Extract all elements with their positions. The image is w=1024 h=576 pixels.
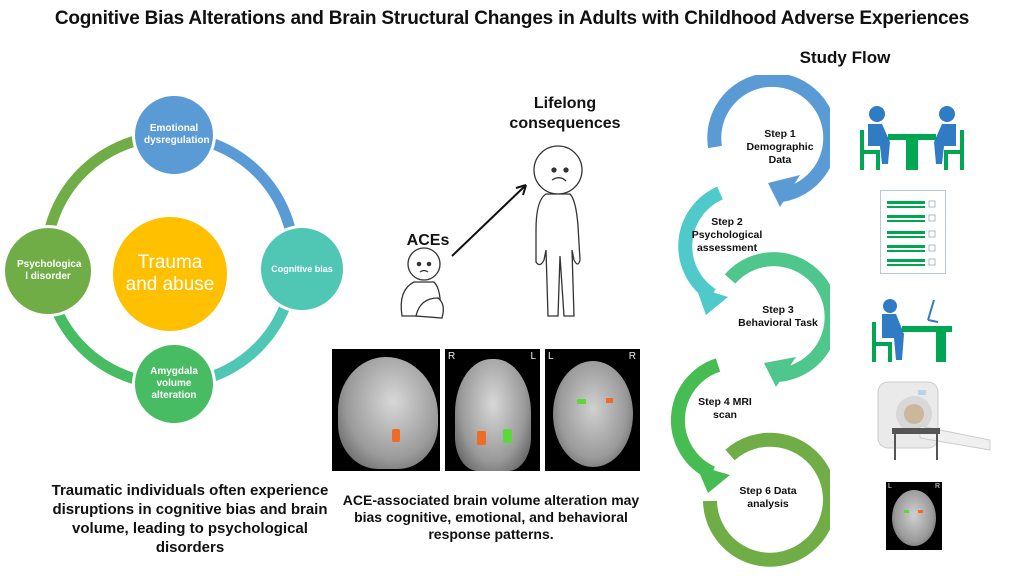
brain-scan-icon: L R bbox=[886, 482, 942, 550]
node-emotional-dysregulation: Emotional dysregulation bbox=[132, 93, 216, 177]
step6-arc bbox=[703, 432, 830, 567]
node-amygdala-volume: Amygdala volume alteration bbox=[132, 342, 216, 426]
study-flow-arrows bbox=[671, 75, 830, 567]
aces-label: ACEs bbox=[406, 232, 450, 249]
step4-arc bbox=[671, 358, 721, 480]
step2-arc bbox=[678, 186, 724, 301]
step-1-label: Step 1 Demographic Data bbox=[746, 128, 814, 166]
orientation-label: L bbox=[888, 483, 892, 490]
middle-caption: ACE-associated brain volume alteration m… bbox=[342, 492, 640, 542]
node-label: Psychologica l disorder bbox=[17, 259, 82, 282]
orientation-label: R bbox=[448, 351, 456, 362]
brain-coronal-tissue bbox=[455, 359, 531, 471]
step3-arc bbox=[724, 252, 830, 382]
computer-task-icon bbox=[872, 299, 952, 362]
page-title: Cognitive Bias Alterations and Brain Str… bbox=[54, 8, 970, 29]
step-4-label: Step 4 MRI scan bbox=[698, 396, 752, 421]
sad-child-icon bbox=[400, 247, 444, 319]
amygdala-highlight-orange bbox=[392, 429, 400, 442]
sad-adult-icon bbox=[533, 145, 583, 317]
step-3-label: Step 3 Behavioral Task bbox=[738, 304, 818, 329]
aces-illustration bbox=[400, 145, 583, 319]
step2-arrowhead-icon bbox=[696, 287, 728, 315]
brain-axial-tissue bbox=[892, 490, 936, 546]
lifelong-consequences-label: Lifelong consequences bbox=[509, 95, 621, 132]
checklist-icon bbox=[880, 190, 946, 274]
step4-arrowhead-icon bbox=[696, 465, 730, 493]
brain-scan-sagittal bbox=[332, 349, 440, 471]
arrow-head-icon bbox=[515, 184, 527, 196]
step-2-label: Step 2 Psychological assessment bbox=[691, 216, 763, 254]
brain-scan-axial: L R bbox=[545, 349, 640, 471]
mri-scanner-icon bbox=[877, 381, 991, 460]
node-cognitive-bias: Cognitive bias bbox=[258, 225, 346, 313]
left-caption: Traumatic individuals often experience d… bbox=[51, 482, 329, 556]
node-psychological-disorder: Psychologica l disorder bbox=[2, 225, 94, 317]
study-flow-title: Study Flow bbox=[799, 48, 891, 67]
arrow-line bbox=[451, 184, 527, 257]
amygdala-highlight-orange bbox=[918, 510, 923, 513]
step-6-label: Step 6 Data analysis bbox=[739, 485, 797, 510]
node-label: Emotional dysregulation bbox=[144, 123, 210, 146]
step1-arrowhead-icon bbox=[768, 175, 800, 207]
center-node-trauma: Trauma and abuse bbox=[113, 217, 227, 331]
step1-arc bbox=[707, 75, 830, 202]
orientation-label: L bbox=[548, 351, 554, 362]
brain-axial-tissue bbox=[553, 361, 633, 467]
amygdala-highlight-orange bbox=[606, 398, 613, 403]
center-node-label: Trauma and abuse bbox=[125, 252, 215, 295]
amygdala-highlight-green bbox=[503, 429, 512, 443]
orientation-label: R bbox=[628, 351, 636, 362]
orientation-label: L bbox=[530, 351, 536, 362]
brain-scan-coronal: R L bbox=[445, 349, 540, 471]
interview-icon bbox=[860, 106, 964, 170]
brain-sagittal-tissue bbox=[338, 357, 438, 469]
node-label: Cognitive bias bbox=[271, 264, 333, 274]
amygdala-highlight-green bbox=[904, 510, 909, 513]
amygdala-highlight-green bbox=[577, 399, 586, 404]
node-label: Amygdala volume alteration bbox=[150, 366, 198, 401]
orientation-label: R bbox=[934, 483, 940, 490]
amygdala-highlight-orange bbox=[477, 431, 486, 445]
step3-arrowhead-icon bbox=[764, 357, 796, 387]
